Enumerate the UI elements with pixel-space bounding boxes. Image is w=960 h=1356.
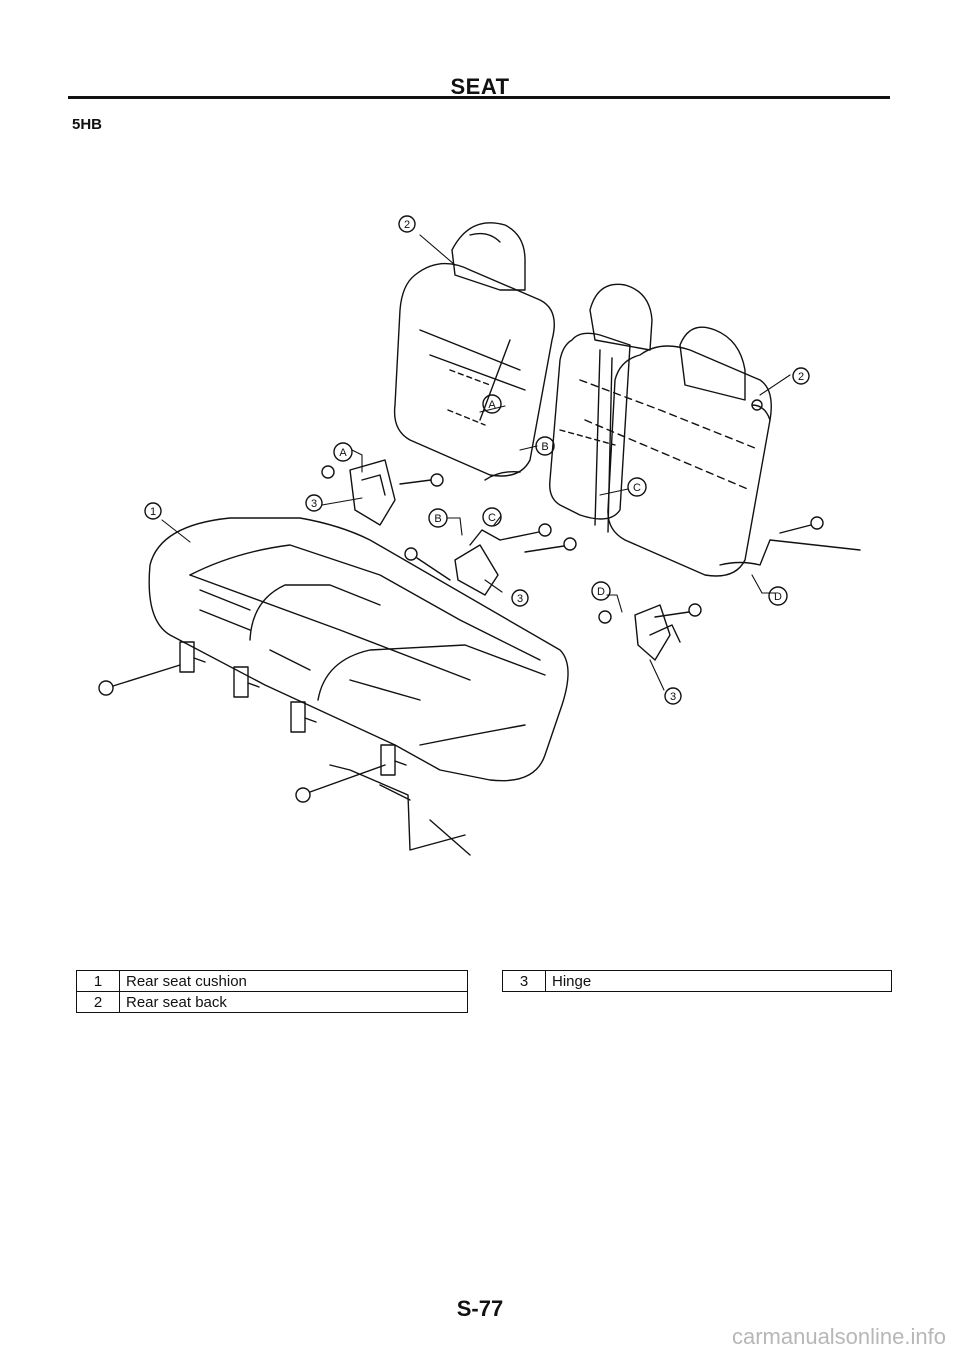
page-number: S-77 bbox=[456, 1296, 504, 1321]
seat-exploded-diagram: 2 2 1 3 3 3 A A bbox=[0, 180, 960, 920]
callout-3-b: 3 bbox=[511, 589, 529, 607]
hinges bbox=[349, 459, 681, 661]
callout-2-right: 2 bbox=[792, 367, 810, 385]
callout-label: D bbox=[774, 591, 782, 603]
callout-label: D bbox=[597, 586, 605, 598]
callout-label: 2 bbox=[404, 219, 410, 231]
callout-label: A bbox=[488, 399, 496, 411]
callout-label: C bbox=[633, 482, 641, 494]
callout-label: 3 bbox=[670, 691, 676, 703]
callout-1: 1 bbox=[144, 502, 162, 520]
callout-label: A bbox=[339, 447, 347, 459]
section-code: 5HB bbox=[72, 116, 103, 133]
legend-row: 2 Rear seat back bbox=[76, 991, 468, 1013]
callout-label: B bbox=[541, 441, 548, 453]
callout-C-1: C bbox=[627, 477, 647, 497]
legend-text: Rear seat back bbox=[119, 991, 468, 1013]
callout-label: 1 bbox=[150, 506, 156, 518]
seat-cushion bbox=[148, 517, 569, 856]
bolts bbox=[98, 399, 824, 803]
page-header: SEAT bbox=[0, 0, 960, 100]
legend-number: 3 bbox=[502, 970, 546, 992]
callout-B-2: B bbox=[428, 508, 448, 528]
callout-label: 3 bbox=[311, 498, 317, 510]
callout-label: B bbox=[434, 513, 441, 525]
legend-number: 2 bbox=[76, 991, 120, 1013]
callout-3-a: 3 bbox=[305, 494, 323, 512]
callout-2-left: 2 bbox=[398, 215, 416, 233]
legend-number: 1 bbox=[76, 970, 120, 992]
callout-label: 2 bbox=[798, 371, 804, 383]
watermark: carmanualsonline.info bbox=[731, 1324, 946, 1349]
legend-text: Rear seat cushion bbox=[119, 970, 468, 992]
callout-A-1: A bbox=[482, 394, 502, 414]
callout-B-1: B bbox=[535, 436, 555, 456]
right-seat-back bbox=[549, 283, 861, 577]
seat-diagram-svg: 2 2 1 3 3 3 A A bbox=[98, 215, 861, 856]
legend-row: 1 Rear seat cushion bbox=[76, 970, 468, 992]
callout-A-2: A bbox=[333, 442, 353, 462]
callout-3-d: 3 bbox=[664, 687, 682, 705]
callout-D-1: D bbox=[591, 581, 611, 601]
left-seat-back bbox=[393, 222, 555, 481]
legend-text: Hinge bbox=[545, 970, 892, 992]
leader-lines bbox=[161, 234, 791, 691]
callout-C-2: C bbox=[482, 507, 502, 527]
page-title: SEAT bbox=[450, 74, 510, 99]
callout-label: C bbox=[488, 512, 496, 524]
callout-D-2: D bbox=[768, 586, 788, 606]
cushion-hooks bbox=[179, 641, 407, 776]
legend-table-right: 3 Hinge bbox=[502, 970, 892, 992]
callout-label: 3 bbox=[517, 593, 523, 605]
legend-row: 3 Hinge bbox=[502, 970, 892, 992]
legend-table-left: 1 Rear seat cushion 2 Rear seat back bbox=[76, 970, 468, 1013]
header-rule bbox=[68, 96, 890, 99]
